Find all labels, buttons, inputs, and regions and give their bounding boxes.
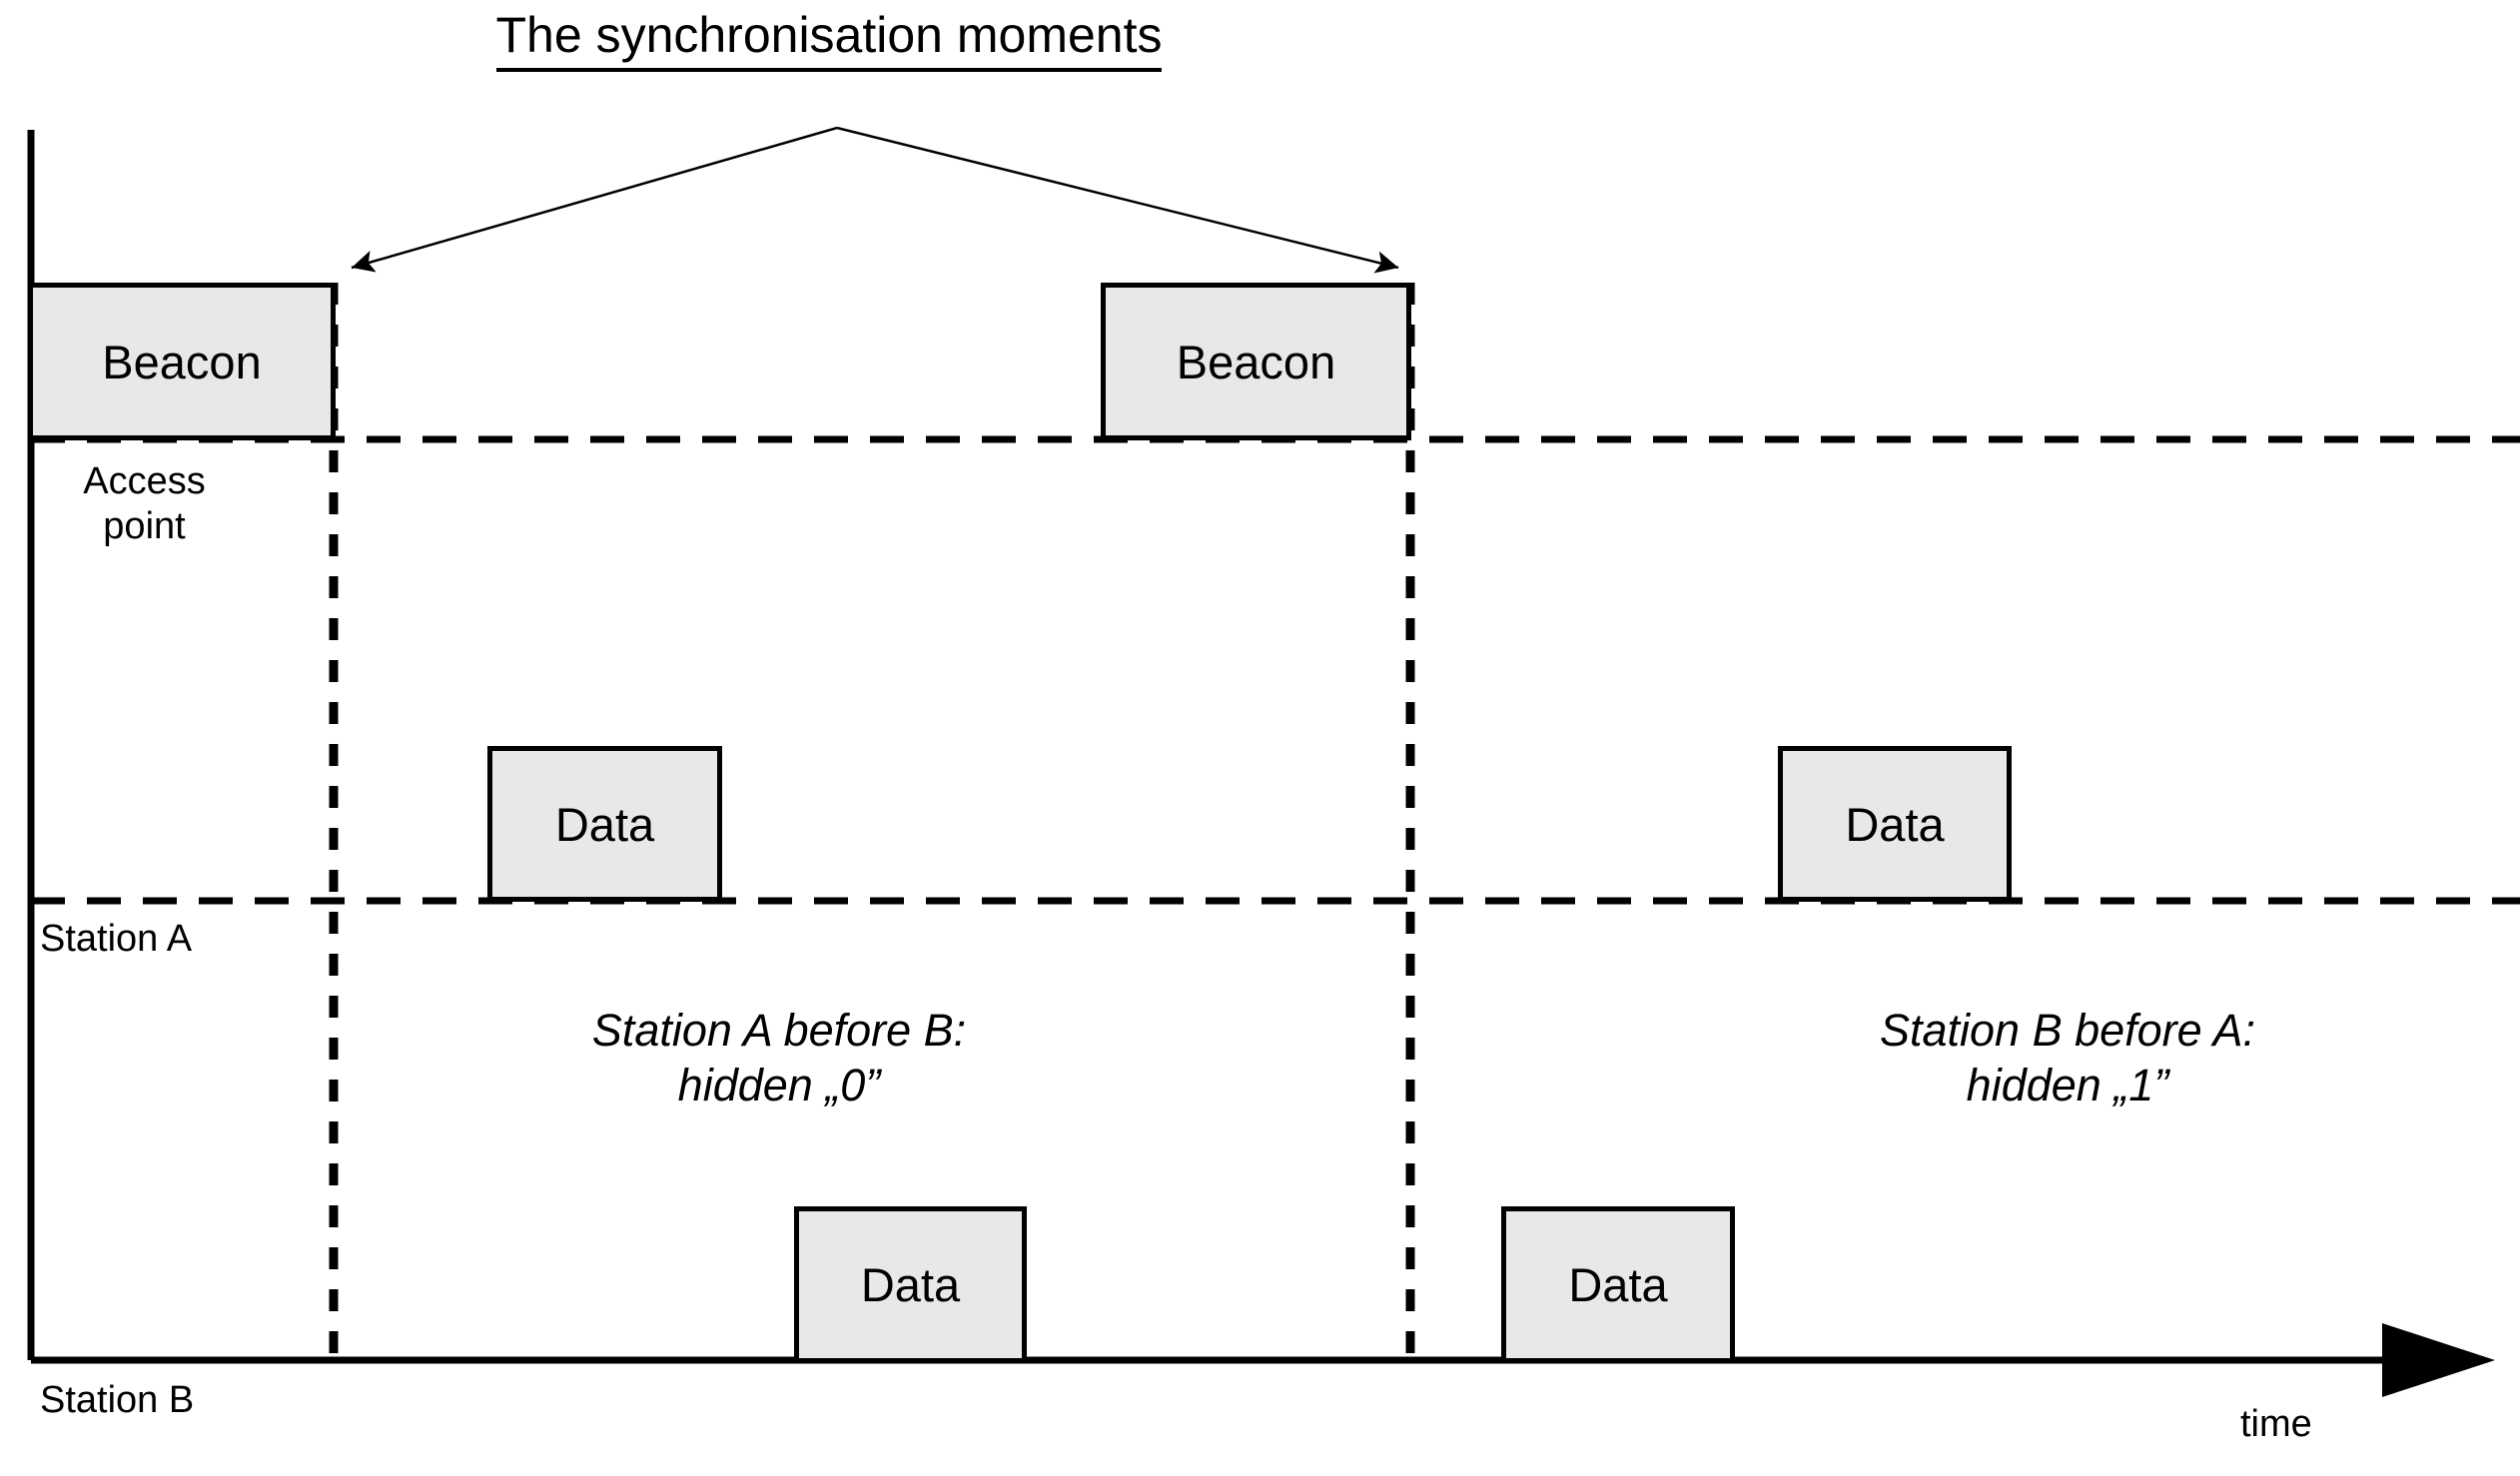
data-frame-station-b-2-label: Data (1568, 1258, 1668, 1311)
lane-label-access-point-line2: point (103, 504, 186, 547)
beacon-frame-1-label: Beacon (102, 335, 262, 388)
x-axis-label-time-text: time (2240, 1403, 2312, 1445)
annotation-interval-left-line1: Station A before B: (591, 1005, 967, 1056)
page-title: The synchronisation moments (380, 8, 1278, 72)
annotation-interval-left-line2: hidden „0” (677, 1059, 881, 1110)
page-title-text: The synchronisation moments (495, 8, 1163, 72)
data-frame-station-b-1-label: Data (860, 1258, 961, 1311)
lane-label-access-point: Access point (42, 459, 247, 549)
data-frame-station-b-1[interactable]: Data (794, 1206, 1027, 1363)
beacon-frame-1[interactable]: Beacon (28, 283, 336, 440)
data-frame-station-a-1[interactable]: Data (487, 746, 722, 902)
lane-label-station-b-text: Station B (40, 1379, 195, 1421)
data-frame-station-a-1-label: Data (554, 797, 655, 851)
data-frame-station-a-2-label: Data (1845, 797, 1945, 851)
annotation-interval-right-line1: Station B before A: (1879, 1005, 2256, 1056)
lane-label-access-point-line1: Access (83, 460, 206, 502)
annotation-interval-left: Station A before B: hidden „0” (400, 1004, 1159, 1113)
annotation-interval-right: Station B before A: hidden „1” (1688, 1004, 2447, 1113)
lane-label-station-b: Station B (40, 1378, 194, 1423)
annotation-interval-right-line2: hidden „1” (1966, 1059, 2169, 1110)
callout-arrow-right (836, 126, 1399, 274)
callout-arrow-left (351, 126, 838, 273)
time-arrowhead-icon (2382, 1323, 2495, 1397)
beacon-frame-2-label: Beacon (1176, 335, 1336, 388)
data-frame-station-a-2[interactable]: Data (1778, 746, 2012, 902)
lane-label-station-a-text: Station A (40, 918, 193, 960)
lane-label-station-a: Station A (40, 917, 192, 962)
data-frame-station-b-2[interactable]: Data (1501, 1206, 1735, 1363)
x-axis-label-time: time (2240, 1403, 2312, 1446)
beacon-frame-2[interactable]: Beacon (1101, 283, 1411, 440)
